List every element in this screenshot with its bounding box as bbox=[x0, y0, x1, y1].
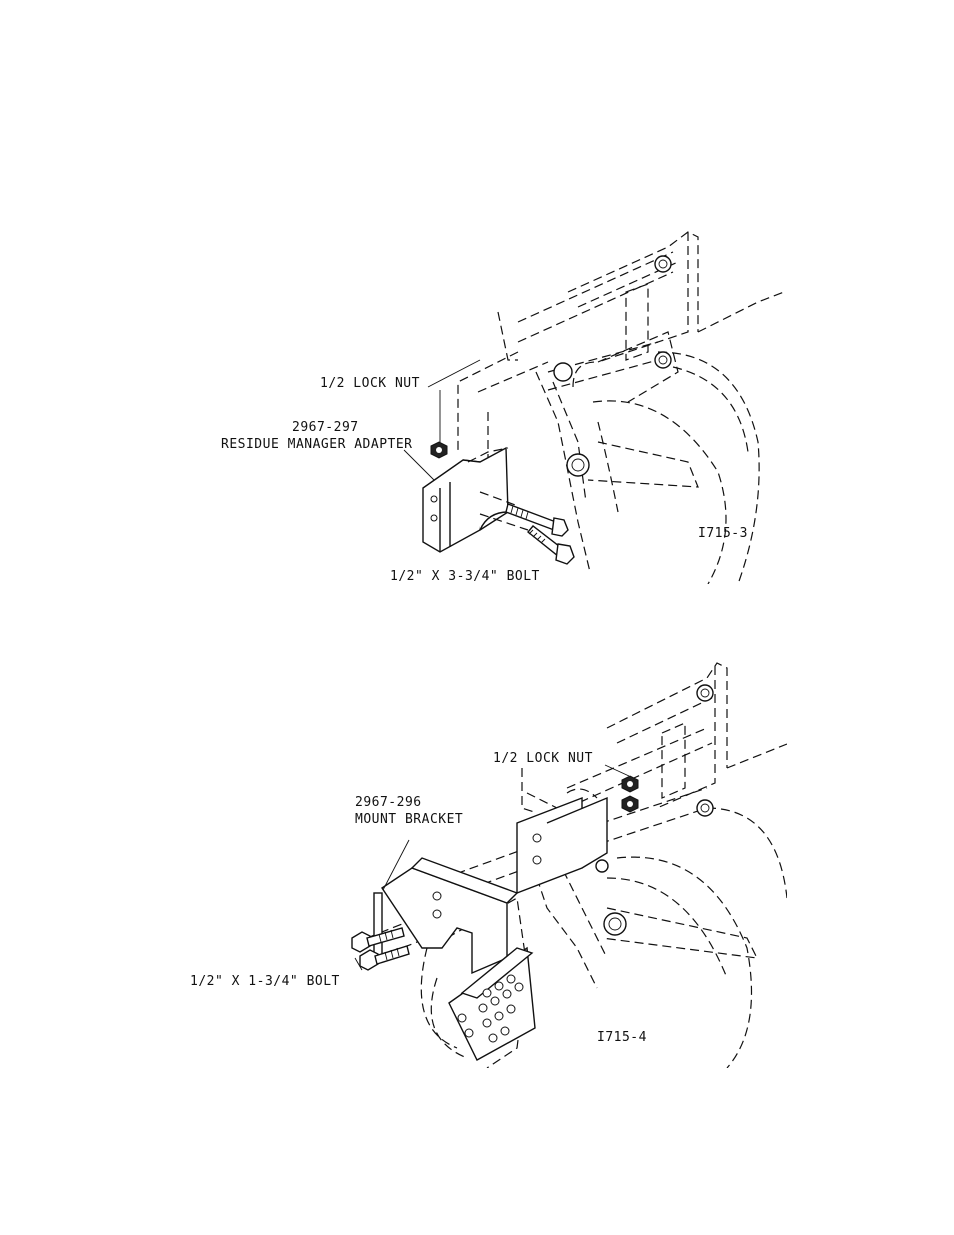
lock-nut-part bbox=[431, 442, 447, 458]
part-number-label: 2967-296 bbox=[355, 795, 422, 810]
mount-bracket-part bbox=[374, 858, 535, 1060]
lock-nut-label: 1/2 LOCK NUT bbox=[493, 751, 593, 766]
bolt-label: 1/2" X 1-3/4" BOLT bbox=[190, 974, 340, 989]
figure-residue-manager-adapter: 1/2 LOCK NUT 2967-297 RESIDUE MANAGER AD… bbox=[218, 212, 784, 584]
figure-mount-bracket: 1/2 LOCK NUT 2967-296 MOUNT BRACKET 1/2"… bbox=[187, 648, 787, 1068]
frame-bolt-heads bbox=[554, 256, 671, 476]
lock-nut-parts bbox=[622, 776, 638, 812]
part-number-label: 2967-297 bbox=[292, 420, 359, 435]
frame-bolt-heads bbox=[590, 685, 713, 935]
adapter-diagram-drawing: 1/2 LOCK NUT 2967-297 RESIDUE MANAGER AD… bbox=[218, 212, 784, 584]
figure-id-label: I715-4 bbox=[597, 1030, 647, 1045]
residue-manager-adapter-part bbox=[423, 448, 508, 552]
upper-mount-block bbox=[517, 789, 607, 893]
lock-nut-label: 1/2 LOCK NUT bbox=[320, 376, 420, 391]
part-name-label: MOUNT BRACKET bbox=[355, 812, 463, 827]
part-name-label: RESIDUE MANAGER ADAPTER bbox=[221, 437, 413, 452]
mount-bracket-diagram-drawing: 1/2 LOCK NUT 2967-296 MOUNT BRACKET 1/2"… bbox=[187, 648, 787, 1068]
figure-id-label: I715-3 bbox=[698, 526, 748, 541]
bolt-label: 1/2" X 3-3/4" BOLT bbox=[390, 569, 540, 584]
